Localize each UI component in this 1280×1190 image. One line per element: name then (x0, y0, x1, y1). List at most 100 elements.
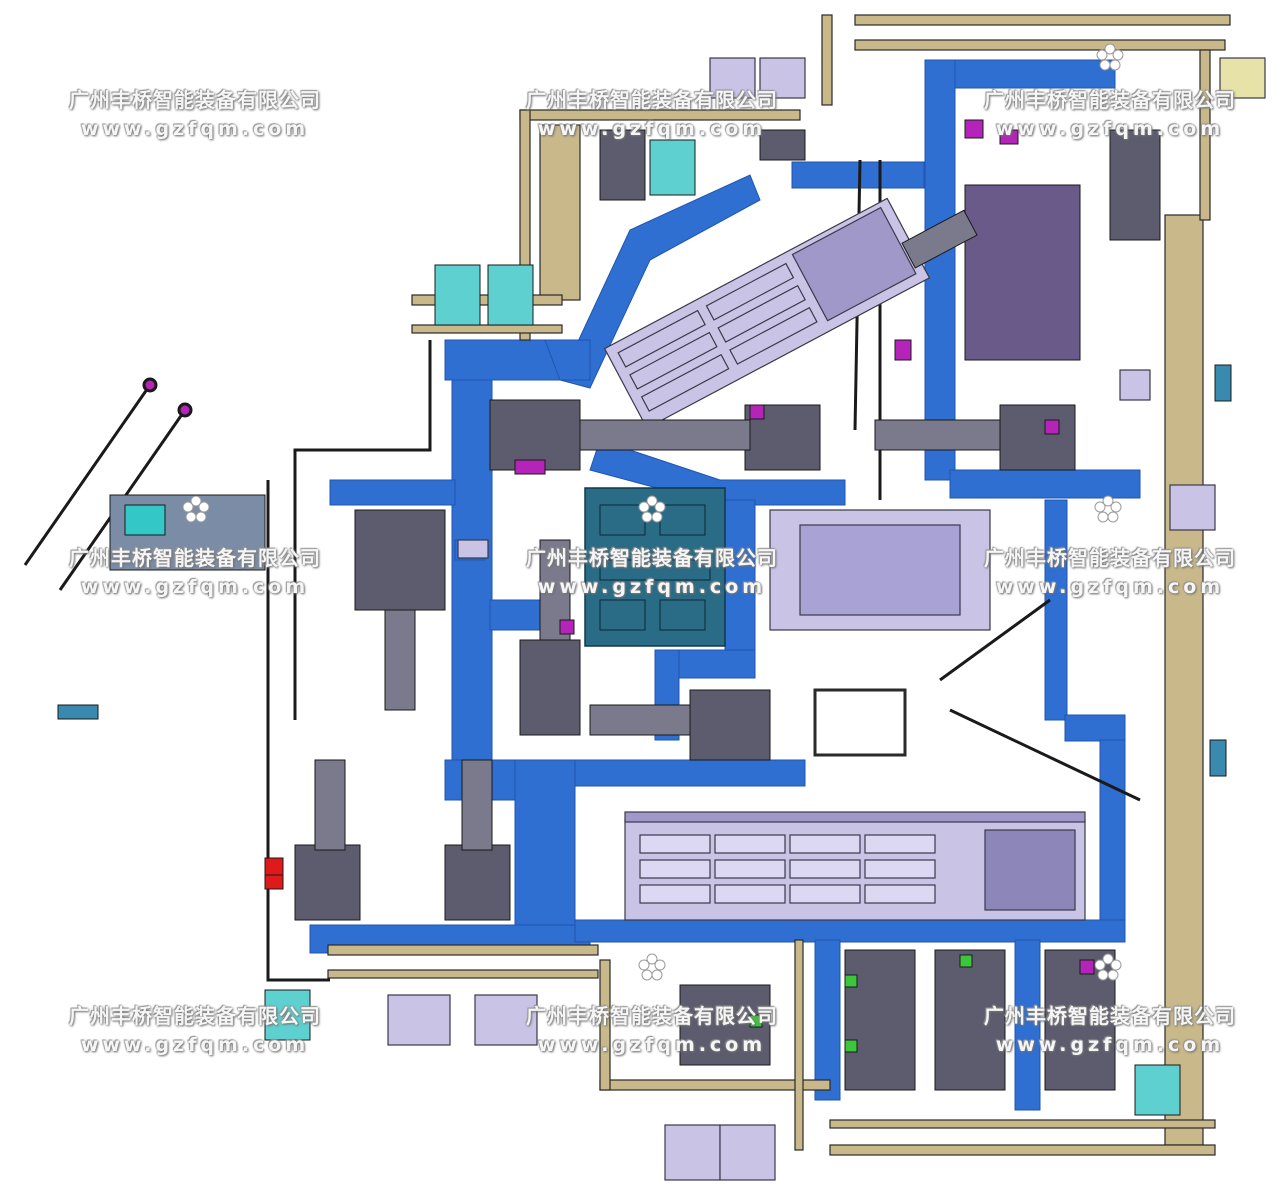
long-line-top-rail (624, 811, 1086, 823)
walkway-cross-top (791, 161, 925, 189)
green-marker-2 (844, 1039, 858, 1053)
cabinet-top-1 (709, 57, 756, 99)
walkway-upper-join (544, 339, 591, 381)
robot-cell-lower-left-1 (294, 844, 361, 921)
fixture-table-center (584, 487, 726, 647)
cabinet-right-2 (1119, 369, 1151, 401)
accent-components (57, 119, 1232, 1116)
fence-right-ladder (1164, 214, 1204, 1146)
walkway-right-top-vertical (924, 59, 956, 481)
cabinet-bottom-2 (474, 994, 538, 1046)
weld-station-right-inner (799, 524, 961, 616)
equipment-bases (387, 57, 1266, 1181)
fence-platform-left-low (411, 324, 563, 334)
logo-flower-6 (1094, 953, 1122, 981)
walkway-right-step (1064, 714, 1126, 742)
magenta-part-4 (999, 129, 1019, 145)
robot-cell-top-right (964, 184, 1081, 361)
cyan-tank-2 (487, 264, 534, 326)
magenta-part-1 (514, 459, 546, 475)
robot-cell-lower-left-2 (444, 844, 511, 921)
fence-bottom-right-inner (829, 1119, 1216, 1129)
walkway-right-lower-vertical (1099, 739, 1126, 941)
green-marker-1 (844, 974, 858, 988)
logo-flower-1 (1096, 43, 1124, 71)
fence-bottom-center-post (794, 939, 804, 1151)
teal-handle-far-left (57, 704, 99, 720)
robot-cell-center-left (519, 639, 581, 736)
press-line-row-5 (640, 353, 730, 412)
robot-arm-diagonal-top (901, 209, 978, 269)
green-marker-4 (749, 1014, 763, 1028)
walkway-lower-vertical (514, 759, 576, 941)
robot-cell-center-right (689, 689, 771, 761)
cabinet-left-mid (457, 539, 489, 559)
magenta-part-5 (749, 404, 765, 420)
fence-upper-left-post (519, 109, 531, 341)
red-panel-1 (264, 857, 284, 877)
logo-flower-3 (638, 495, 666, 523)
logo-flower-4 (1094, 495, 1122, 523)
press-line-head (791, 206, 917, 322)
robot-cell-top-1 (599, 129, 646, 201)
cable-tray-left (293, 340, 432, 720)
cyan-tank-1 (434, 264, 481, 326)
magenta-part-3 (964, 119, 984, 139)
robot-cell-left-1 (354, 509, 446, 611)
robot-arm-vertical-3 (314, 759, 346, 851)
watermark-logos (182, 43, 1124, 981)
robot-arm-horizontal-2 (874, 419, 1001, 451)
walkway-bottom-stub-1 (814, 939, 841, 1101)
fence-upper-left-ladder (539, 124, 581, 301)
long-line-cells (639, 834, 936, 904)
cabinet-bottom-3 (664, 1124, 721, 1181)
robot-cell-bottom-2 (844, 949, 916, 1091)
walkway-center-diagonal (589, 439, 846, 506)
robot-cell-top-2 (759, 129, 806, 161)
red-panel-2 (264, 874, 284, 890)
robot-cell-top-right-2 (1109, 129, 1161, 241)
cabinet-bottom-1 (387, 994, 451, 1046)
robot-arm-vertical-1 (384, 609, 416, 711)
press-line-row-1 (617, 309, 706, 368)
fence-right-outer (1199, 49, 1211, 221)
fence-upper-left-top (519, 109, 801, 121)
press-line-row-2 (705, 262, 795, 321)
angled-press-line (603, 197, 931, 429)
walkway-bottom-stub-2 (1014, 939, 1041, 1111)
cabinet-top-2 (759, 57, 806, 99)
logo-flower-5 (638, 953, 666, 981)
walkway-left-vertical (451, 379, 493, 761)
walkway-left-branch (329, 479, 456, 506)
walkway-diagonal-left (559, 174, 761, 389)
magenta-part-7 (559, 619, 575, 635)
fence-top (854, 14, 1231, 26)
cable-tray-left-2 (266, 480, 330, 982)
walkway-right-vertical (1044, 499, 1068, 721)
magenta-part-2 (894, 339, 912, 361)
pendant-arm-2-end (177, 402, 193, 418)
fence-bottom-row-2 (327, 969, 599, 979)
cable-tray-diagonal-2 (949, 708, 1141, 802)
magenta-part-8 (1079, 959, 1095, 975)
walkways (309, 59, 1141, 1111)
blue-gauge-right-2 (1214, 364, 1232, 402)
cyan-tank-5 (1134, 1064, 1181, 1116)
walkway-top (924, 59, 1116, 89)
robot-cell-bottom-3 (934, 949, 1006, 1091)
walkway-center-vertical (724, 499, 756, 656)
robot-arm-vertical-4 (461, 759, 493, 851)
robot-arm-horizontal-3 (589, 704, 691, 736)
fence-top-right-inner (854, 39, 1226, 51)
press-line-row-3 (629, 331, 718, 390)
fence-top-left-vertical (821, 14, 833, 106)
table-frame-center (813, 688, 907, 757)
cabinet-right-1 (1169, 484, 1216, 531)
press-line-row-4 (717, 284, 806, 343)
fence-platform-left (411, 294, 563, 306)
cabinet-top-right-box (1219, 57, 1266, 99)
cyan-tank-3 (649, 139, 696, 196)
cyan-tank-4 (264, 989, 311, 1041)
